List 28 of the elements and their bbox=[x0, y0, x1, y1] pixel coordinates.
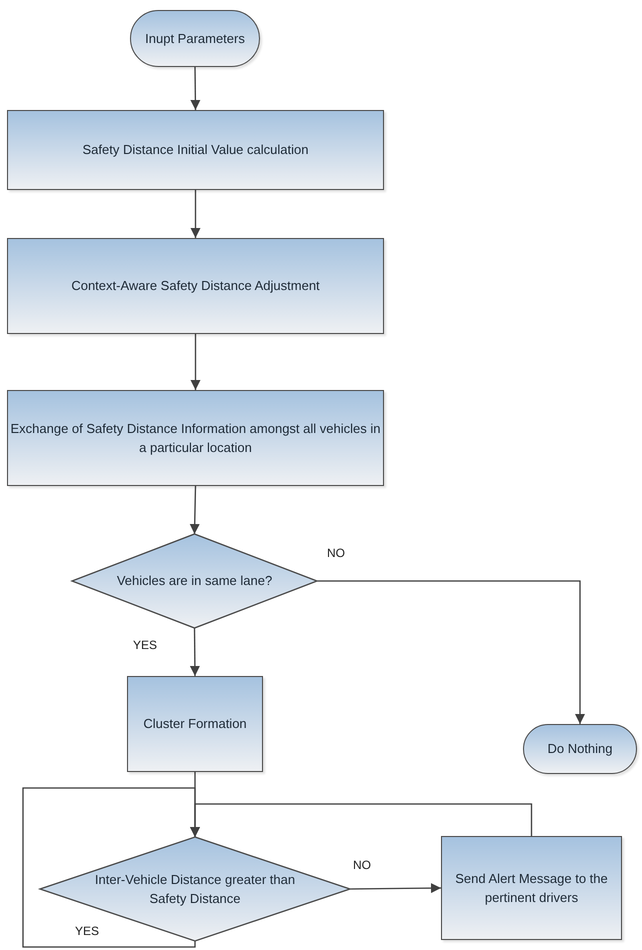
arrow bbox=[317, 580, 585, 724]
edge-label: YES bbox=[74, 924, 100, 938]
process-box bbox=[7, 110, 384, 190]
arrow bbox=[190, 486, 200, 534]
terminator-shape bbox=[523, 724, 637, 774]
node-text: Safety Distance Initial Value calculation bbox=[82, 141, 308, 160]
edge-label: YES bbox=[132, 638, 158, 652]
edge-label: NO bbox=[352, 858, 372, 872]
node-text: Vehicles are in same lane? bbox=[116, 572, 272, 590]
node-text: Do Nothing bbox=[547, 740, 613, 758]
arrow bbox=[190, 190, 200, 238]
arrow bbox=[190, 334, 200, 390]
arrow bbox=[190, 67, 200, 110]
node-text: Exchange of Safety Distance Information amongst all vehicles in a particular location bbox=[10, 420, 380, 457]
terminator-shape bbox=[130, 10, 260, 67]
node-text: Send Alert Message to the pertinent drivers bbox=[454, 870, 609, 907]
node-text: Inupt Parameters bbox=[145, 30, 245, 48]
node-text: Cluster Formation bbox=[143, 715, 247, 734]
arrow bbox=[190, 628, 200, 676]
node-text: Inter-Vehicle Distance greater than Safety Distance bbox=[94, 870, 296, 908]
arrow bbox=[22, 787, 200, 948]
arrow bbox=[350, 883, 441, 894]
node-text: Context-Aware Safety Distance Adjustment bbox=[71, 277, 320, 296]
process-box bbox=[127, 676, 263, 772]
edge-label: NO bbox=[326, 546, 346, 560]
process-box bbox=[7, 238, 384, 334]
process-box bbox=[7, 390, 384, 486]
process-box bbox=[441, 836, 622, 940]
